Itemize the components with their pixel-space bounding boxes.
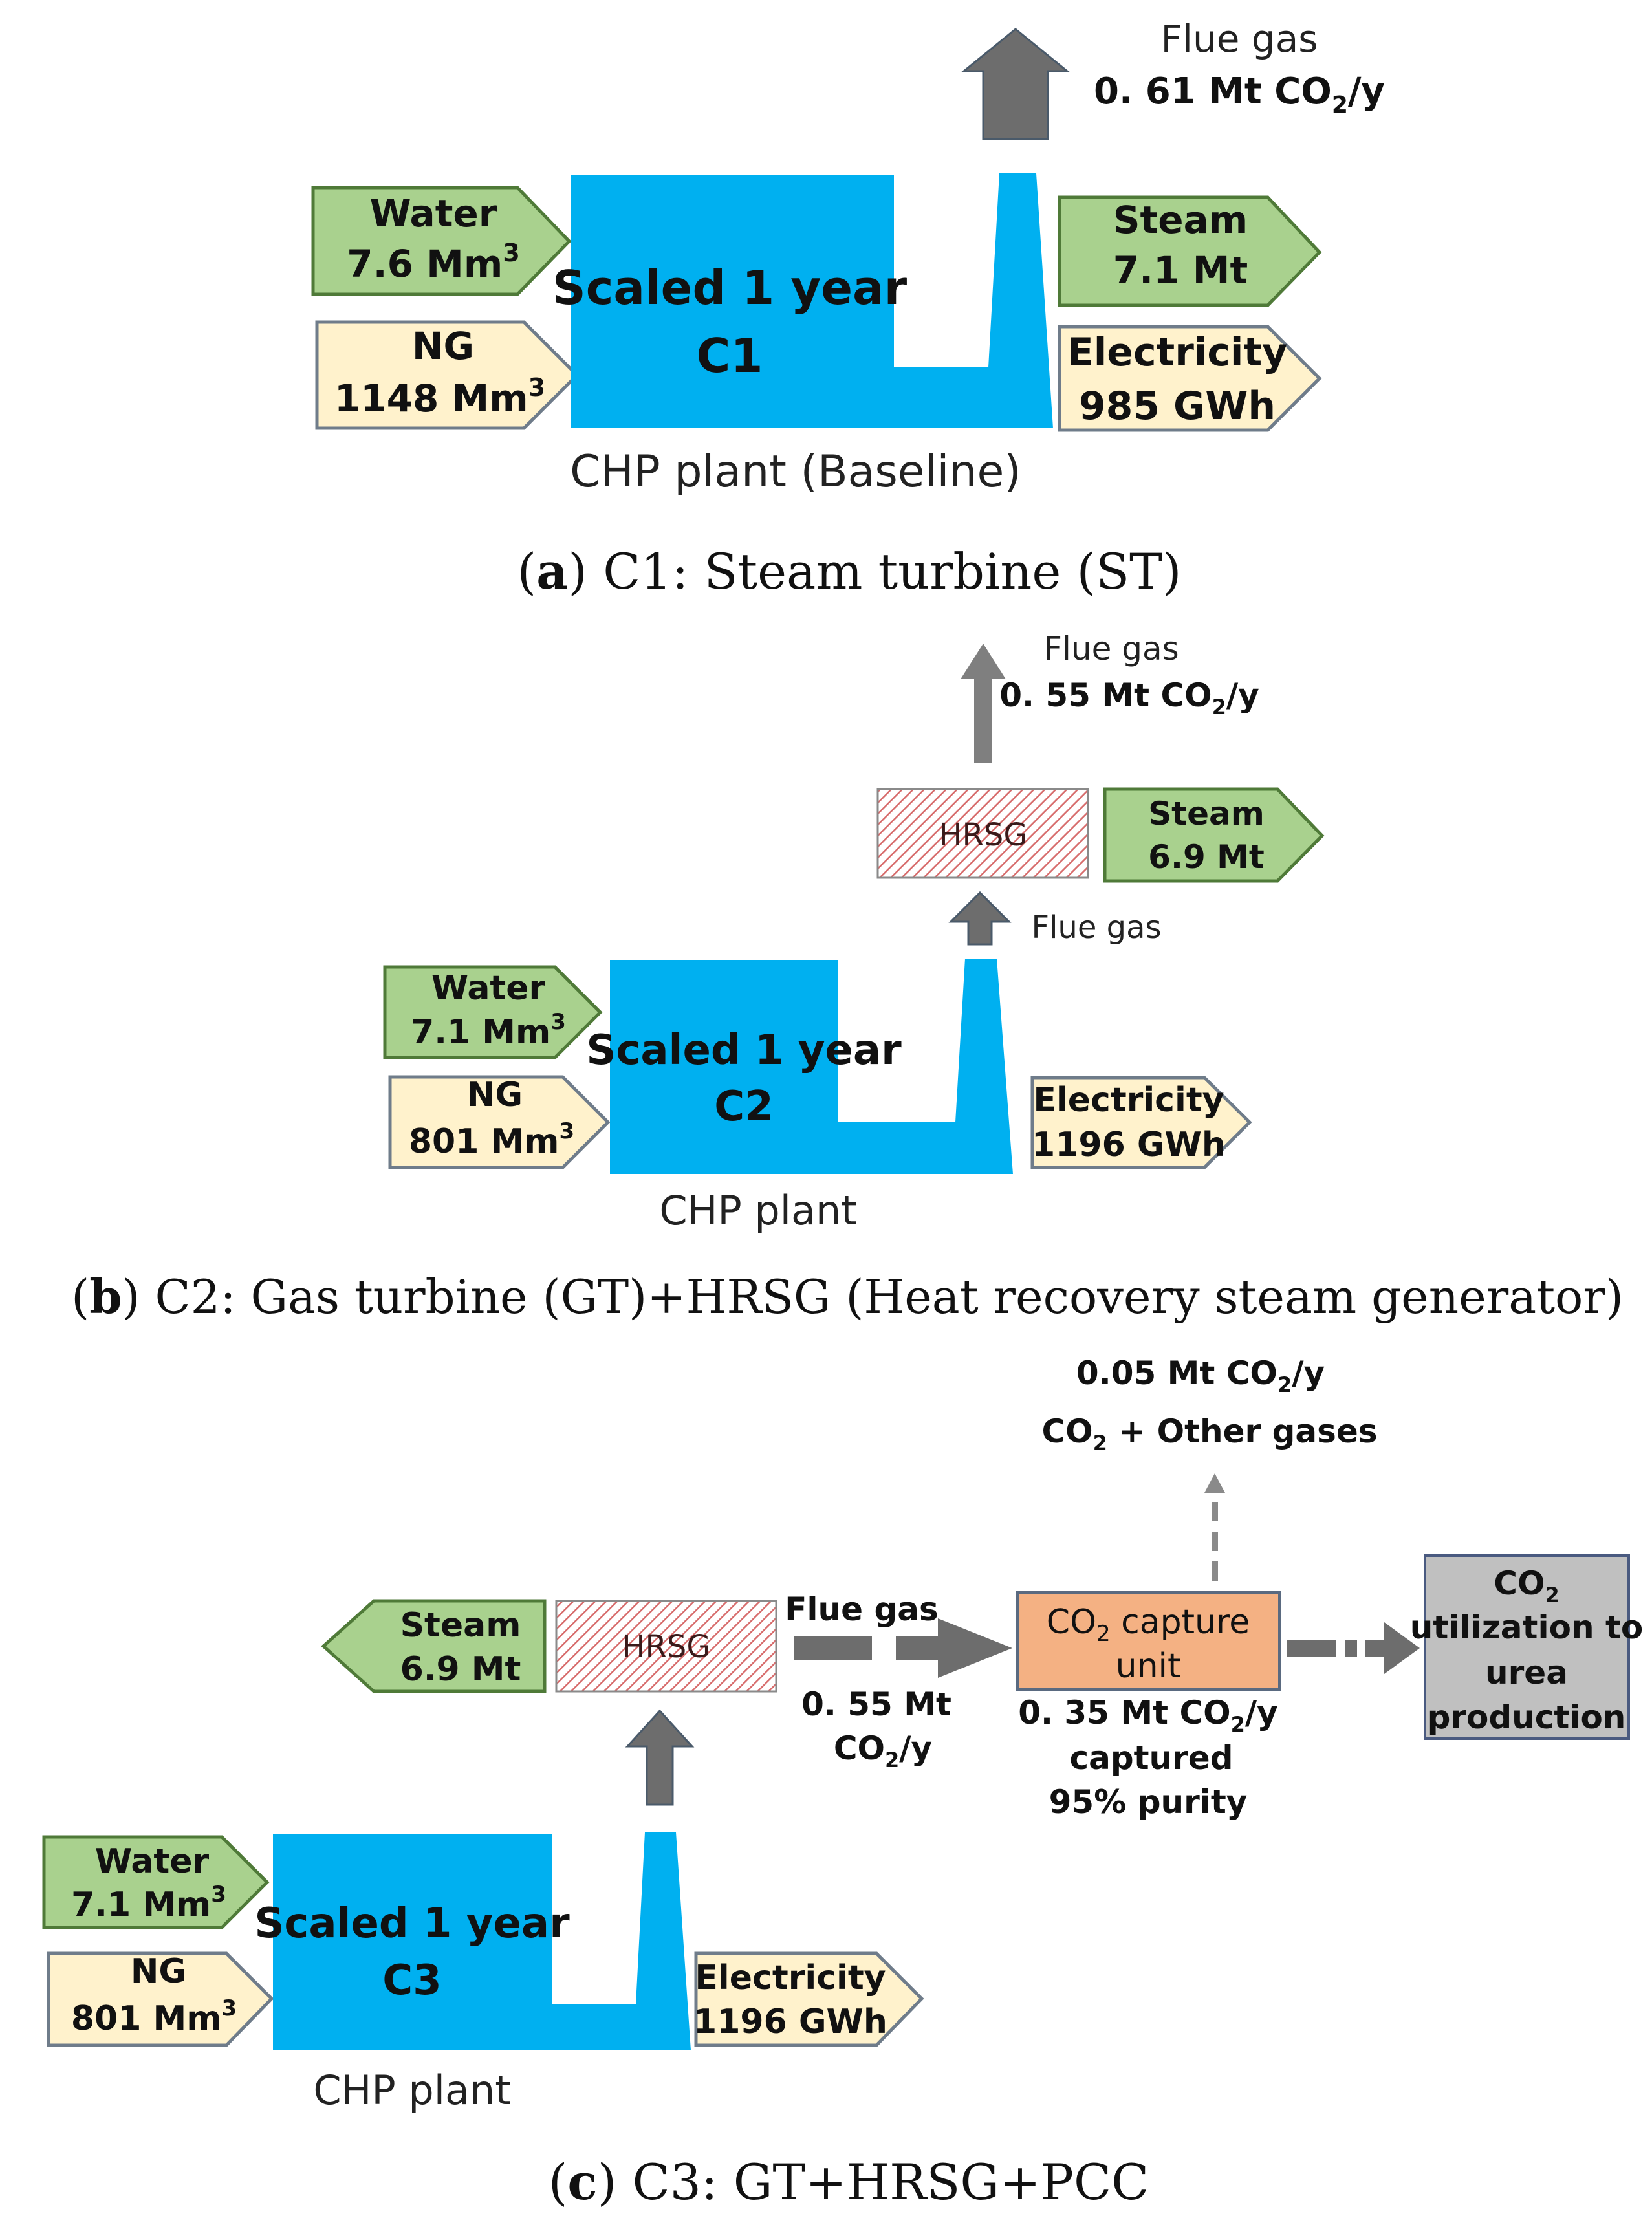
urea-line1: CO2 — [1494, 1565, 1559, 1607]
ng-input-arrow — [47, 1951, 274, 2047]
ng-label: NG — [412, 324, 474, 368]
steam-label: Steam — [1113, 198, 1248, 242]
plant-line1: Scaled 1 year — [254, 1900, 570, 1948]
flue-gas-label: Flue gas — [1043, 630, 1179, 668]
plant-line1: Scaled 1 year — [586, 1027, 902, 1074]
water-input-arrow — [311, 186, 572, 296]
vent-value: 0.05 Mt CO2/y — [1076, 1354, 1325, 1397]
co2-capture-unit-box — [1016, 1591, 1281, 1691]
chp-plant-shape — [571, 173, 1053, 428]
electricity-value: 1196 GWh — [693, 2003, 887, 2041]
electricity-output-arrow — [1030, 1076, 1252, 1169]
flue-gas-value-2: CO2/y — [834, 1730, 932, 1772]
captured-line1: 0. 35 Mt CO2/y — [1018, 1694, 1278, 1737]
vent-dashed-arrow — [1204, 1473, 1225, 1581]
steam-output-arrow — [1103, 787, 1325, 883]
steam-value: 7.1 Mt — [1113, 248, 1248, 292]
electricity-label: Electricity — [695, 1959, 886, 1997]
water-label: Water — [370, 191, 497, 235]
flue-gas-up-arrow — [961, 28, 1071, 140]
flue-gas-label: Flue gas — [1161, 17, 1318, 61]
plant-caption: CHP plant — [659, 1187, 856, 1234]
captured-line2: captured — [1069, 1739, 1233, 1777]
steam-value: 6.9 Mt — [400, 1650, 521, 1689]
steam-output-arrow — [1058, 195, 1322, 307]
flue-gas-value-1: 0. 55 Mt — [801, 1686, 951, 1723]
chp-plant-shape — [610, 959, 1013, 1174]
hrsg-label: HRSG — [939, 817, 1027, 853]
electricity-value: 985 GWh — [1079, 384, 1276, 429]
electricity-label: Electricity — [1067, 330, 1288, 375]
steam-output-arrow — [321, 1599, 547, 1693]
urea-line3: urea — [1485, 1654, 1568, 1691]
panel-a: Flue gas 0. 61 Mt CO2/y Water 7.6 Mm3 NG… — [311, 17, 1385, 600]
water-input-arrow — [383, 965, 603, 1059]
electricity-output-arrow — [694, 1951, 924, 2047]
panel-caption: (c) C3: GT+HRSG+PCC — [549, 2153, 1149, 2211]
capture-line1: CO2 capture — [1047, 1603, 1250, 1647]
flue-gas-value: 0. 55 Mt CO2/y — [999, 677, 1259, 719]
ng-value: 1148 Mm3 — [334, 373, 545, 420]
electricity-value: 1196 GWh — [1032, 1125, 1226, 1164]
flue-gas-up-arrow — [625, 1709, 695, 1806]
steam-label: Steam — [1148, 795, 1265, 832]
urea-production-box — [1424, 1554, 1630, 1740]
hrsg-box — [876, 788, 1089, 879]
vent-gases: CO2 + Other gases — [1041, 1413, 1377, 1455]
urea-line2: utilization to — [1410, 1609, 1643, 1646]
plant-caption: CHP plant — [313, 2067, 510, 2114]
plant-line2: C1 — [697, 329, 763, 383]
electricity-output-arrow — [1058, 325, 1322, 432]
panel-c: 0.05 Mt CO2/y CO2 + Other gases Steam 6.… — [42, 1354, 1643, 2211]
hrsg-label: HRSG — [622, 1629, 710, 1665]
water-label: Water — [95, 1842, 210, 1881]
chp-plant-shape — [273, 1832, 691, 2050]
ng-input-arrow — [388, 1075, 611, 1169]
plant-caption: CHP plant (Baseline) — [570, 446, 1021, 497]
flue-gas-label: Flue gas — [785, 1591, 939, 1628]
flue-gas-inner-label: Flue gas — [1031, 909, 1161, 946]
water-value: 7.1 Mm3 — [411, 1009, 566, 1052]
plant-line2: C3 — [382, 1957, 442, 2004]
panel-caption: (a) C1: Steam turbine (ST) — [517, 543, 1181, 600]
water-value: 7.6 Mm3 — [347, 239, 520, 286]
ng-label: NG — [131, 1952, 186, 1991]
plant-line2: C2 — [714, 1083, 774, 1131]
plant-line1: Scaled 1 year — [552, 261, 908, 315]
water-input-arrow — [42, 1835, 270, 1929]
electricity-label: Electricity — [1033, 1081, 1224, 1120]
urea-line4: production — [1428, 1699, 1626, 1736]
flue-gas-right-arrow — [794, 1618, 1012, 1678]
panel-caption: (b) C2: Gas turbine (GT)+HRSG (Heat reco… — [71, 1269, 1624, 1324]
steam-label: Steam — [400, 1606, 521, 1645]
ng-value: 801 Mm3 — [409, 1118, 574, 1161]
capture-line2: unit — [1116, 1647, 1181, 1686]
flue-gas-value: 0. 61 Mt CO2/y — [1094, 71, 1385, 118]
hrsg-box — [555, 1600, 777, 1693]
to-urea-dashed-arrow — [1287, 1622, 1420, 1674]
ng-label: NG — [467, 1076, 523, 1114]
ng-value: 801 Mm3 — [71, 1995, 237, 2038]
steam-value: 6.9 Mt — [1148, 838, 1265, 876]
ng-input-arrow — [315, 320, 580, 430]
flue-gas-up-arrow — [961, 644, 1006, 763]
captured-line3: 95% purity — [1049, 1783, 1248, 1821]
water-label: Water — [431, 969, 546, 1008]
panel-b: Flue gas 0. 55 Mt CO2/y HRSG Steam 6.9 M… — [71, 630, 1624, 1324]
flue-gas-inner-arrow — [948, 891, 1012, 946]
water-value: 7.1 Mm3 — [71, 1882, 226, 1924]
